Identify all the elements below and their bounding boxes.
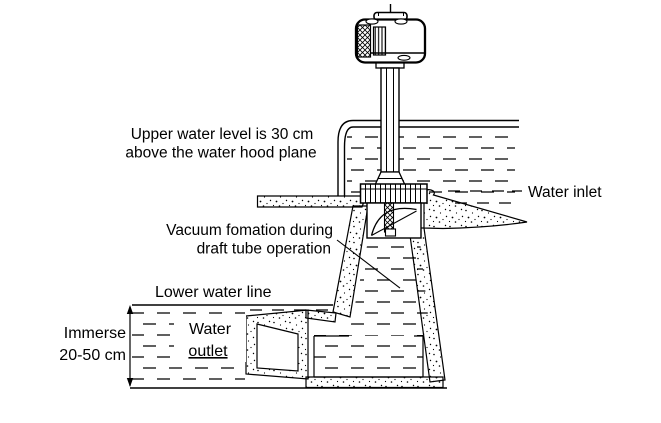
water-outlet-label-backdrop bbox=[174, 314, 246, 362]
labels: Upper water level is 30 cm above the wat… bbox=[59, 126, 602, 364]
label-water-outlet-line2: outlet bbox=[188, 343, 228, 360]
draft-tube-water bbox=[314, 241, 430, 377]
impeller-nut bbox=[384, 228, 397, 237]
water-hood bbox=[359, 183, 428, 204]
left-floor-slab bbox=[256, 195, 367, 208]
label-immerse-line1: Immerse bbox=[64, 325, 126, 342]
motor-vent-left bbox=[365, 18, 379, 25]
draft-tube-left-wall bbox=[332, 205, 369, 318]
motor-winding-core bbox=[372, 26, 387, 56]
outlet-box-interior-outline bbox=[313, 335, 424, 378]
motor-vent-bottom bbox=[397, 54, 411, 61]
label-vacuum-line2: draft tube operation bbox=[197, 241, 331, 258]
concrete-structure bbox=[245, 189, 528, 389]
motor-winding-left bbox=[356, 24, 372, 58]
drive-shaft-column bbox=[373, 61, 407, 186]
outlet-box-bottom-slab bbox=[305, 376, 444, 389]
label-immerse-line2: 20-50 cm bbox=[59, 347, 126, 364]
label-water-inlet: Water inlet bbox=[528, 184, 602, 201]
impeller bbox=[366, 202, 422, 239]
lower-pool-lines bbox=[130, 304, 447, 389]
impeller-hub bbox=[383, 202, 395, 233]
vacuum-leader-line bbox=[336, 239, 401, 289]
hood-vanes bbox=[365, 184, 421, 203]
outlet-box-top-slab bbox=[305, 309, 337, 323]
label-water-outlet-line1: Water bbox=[189, 321, 232, 338]
immerse-dimension-arrow bbox=[126, 305, 134, 387]
motor-vent-right bbox=[394, 18, 408, 25]
label-vacuum-line1: Vacuum fomation during bbox=[166, 222, 333, 239]
motor-assembly bbox=[354, 4, 427, 64]
label-lower-water-line: Lower water line bbox=[155, 284, 272, 301]
outlet-window-frame bbox=[245, 309, 309, 380]
label-upper-water-level-line2: above the water hood plane bbox=[125, 145, 316, 162]
label-upper-water-level-line1: Upper water level is 30 cm bbox=[131, 126, 314, 143]
